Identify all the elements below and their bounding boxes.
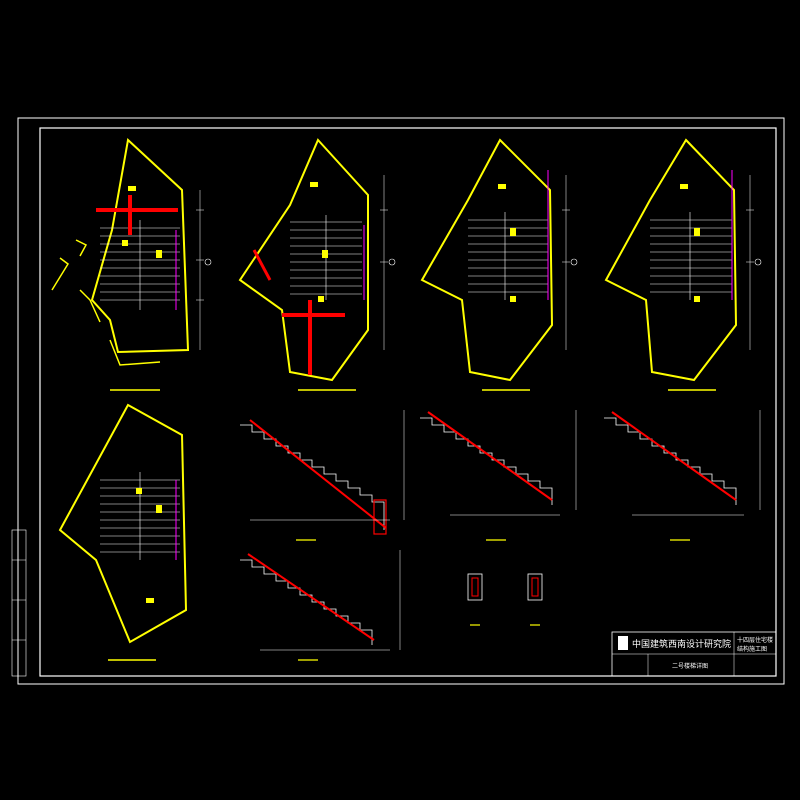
stair-plan-1 <box>51 138 212 391</box>
left-margin-strip <box>11 529 27 677</box>
outer-frame <box>17 117 785 685</box>
drawing-title: 二号楼梯详图 <box>672 662 708 670</box>
company-name: 中国建筑西南设计研究院 <box>632 638 731 650</box>
stair-plan-5 <box>58 403 188 661</box>
project-subtitle: 结构施工图 <box>737 645 767 653</box>
beam-detail-2 <box>527 573 543 626</box>
stair-plan-4 <box>604 138 762 391</box>
stair-section-3 <box>604 410 761 541</box>
title-block: 中国建筑西南设计研究院 十四层住宅楼 结构施工图 二号楼梯详图 <box>611 631 777 677</box>
company-logo <box>618 636 628 650</box>
stair-plan-3 <box>420 138 578 391</box>
inner-frame <box>39 127 777 677</box>
stair-section-1 <box>240 410 405 541</box>
project-name: 十四层住宅楼 <box>737 636 773 644</box>
stair-section-2 <box>420 410 577 541</box>
beam-detail-1 <box>467 573 483 626</box>
stair-plan-2 <box>238 138 396 391</box>
stair-section-4 <box>240 550 401 661</box>
